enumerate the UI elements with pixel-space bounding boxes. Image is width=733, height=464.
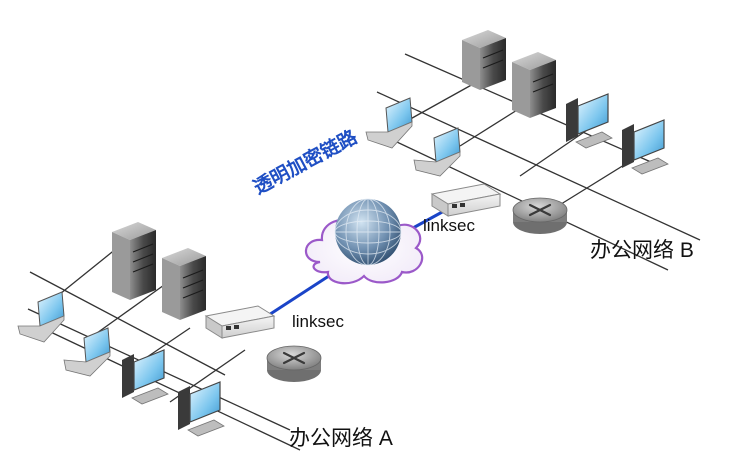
laptop-icon bbox=[63, 327, 111, 377]
desktop-pc-icon bbox=[566, 93, 613, 149]
desktop-pc-icon bbox=[122, 349, 169, 405]
server-icon bbox=[162, 248, 206, 320]
linksec-device-a-label: linksec bbox=[292, 312, 344, 331]
server-icon bbox=[462, 30, 506, 90]
router-icon bbox=[266, 345, 322, 382]
server-icon bbox=[512, 52, 556, 118]
server-icon bbox=[112, 222, 156, 300]
desktop-pc-icon bbox=[622, 119, 669, 175]
linksec-device-b-label: linksec bbox=[423, 216, 475, 235]
desktop-pc-icon bbox=[178, 381, 225, 437]
network-a-cabling bbox=[27, 239, 301, 451]
linksec-gateway-icon bbox=[204, 305, 276, 339]
office-network-b-label: 办公网络 B bbox=[590, 239, 694, 262]
router-icon bbox=[512, 197, 568, 234]
globe-icon bbox=[334, 198, 402, 266]
office-network-a-label: 办公网络 A bbox=[289, 427, 393, 450]
laptop-icon bbox=[365, 97, 413, 149]
laptop-icon bbox=[17, 291, 65, 343]
laptop-icon bbox=[413, 127, 461, 177]
linksec-gateway-icon bbox=[430, 183, 502, 217]
